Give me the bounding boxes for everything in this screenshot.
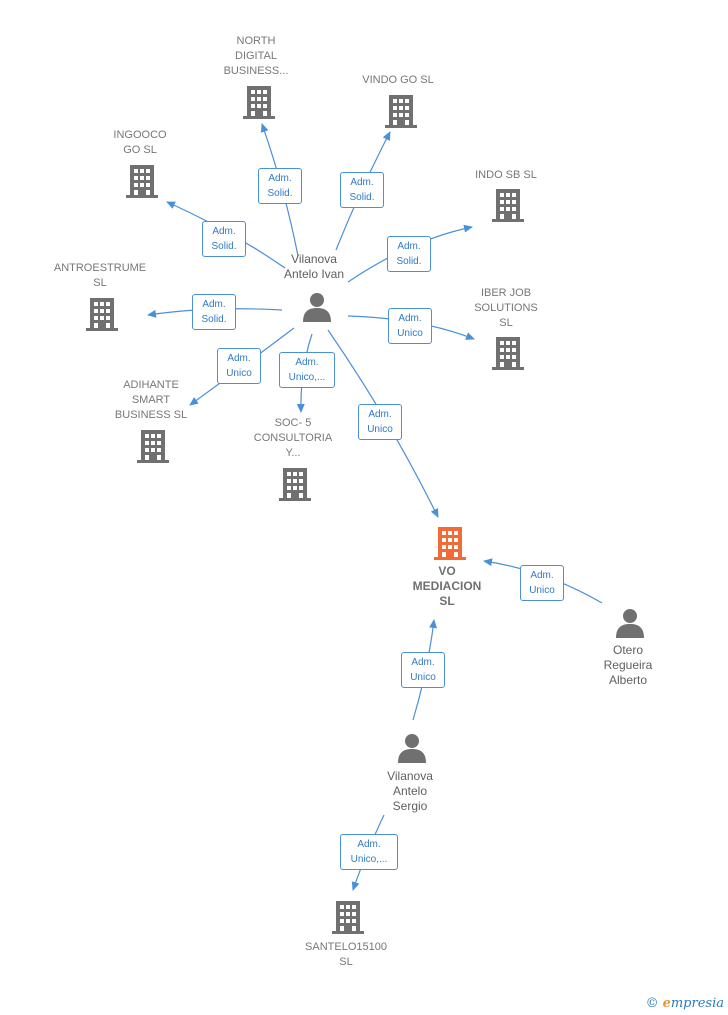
company-label-adihante[interactable]: ADIHANTE SMART BUSINESS SL — [114, 379, 188, 421]
edge-label-vindo-go[interactable]: Adm.Solid. — [340, 172, 384, 208]
person-icon-vilanova-sergio[interactable] — [398, 734, 426, 763]
company-label-iber-job[interactable]: IBER JOB SOLUTIONS SL — [474, 287, 538, 329]
edge-label-vo-otero[interactable]: Adm.Unico — [520, 565, 564, 601]
edge-label-iber-job[interactable]: Adm.Unico — [388, 308, 432, 344]
company-label-antroestrume[interactable]: ANTROESTRUME SL — [53, 262, 147, 289]
company-label-ingooco[interactable]: INGOOCO GO SL — [113, 129, 167, 156]
edge-label-santelo[interactable]: Adm.Unico,... — [340, 834, 398, 870]
building-icon-santelo[interactable] — [332, 901, 364, 934]
edge-label-soc5[interactable]: Adm.Unico,... — [279, 352, 335, 388]
building-icon-ingooco[interactable] — [126, 165, 158, 198]
edge-label-north-digital[interactable]: Adm.Solid. — [258, 168, 302, 204]
building-icon-antroestrume[interactable] — [86, 298, 118, 331]
company-label-north-digital[interactable]: NORTH DIGITAL BUSINESS... — [223, 35, 289, 77]
building-icon-north-digital[interactable] — [243, 86, 275, 119]
edge-label-adihante[interactable]: Adm.Unico — [217, 348, 261, 384]
building-icon-vo-mediacion[interactable] — [434, 527, 466, 560]
edge-label-vo-sergio[interactable]: Adm.Unico — [401, 652, 445, 688]
company-label-indo-sb[interactable]: INDO SB SL — [475, 169, 537, 181]
building-icon-vindo-go[interactable] — [385, 95, 417, 128]
person-label-otero[interactable]: Otero Regueira Alberto — [603, 643, 653, 687]
person-icon-vilanova-ivan[interactable] — [303, 293, 331, 322]
person-label-vilanova-sergio[interactable]: Vilanova Antelo Sergio — [387, 769, 433, 813]
person-icon-otero[interactable] — [616, 609, 644, 638]
company-label-vindo-go[interactable]: VINDO GO SL — [362, 74, 434, 86]
edge-label-ingooco[interactable]: Adm.Solid. — [202, 221, 246, 257]
building-icon-indo-sb[interactable] — [492, 189, 524, 222]
person-label-vilanova-ivan[interactable]: Vilanova Antelo Ivan — [283, 252, 345, 281]
edge-label-antroestrume[interactable]: Adm.Solid. — [192, 294, 236, 330]
company-label-soc5[interactable]: SOC- 5 CONSULTORIA Y... — [253, 417, 333, 459]
building-icon-soc5[interactable] — [279, 468, 311, 501]
empresia-logo[interactable]: ©empresia — [645, 996, 724, 1011]
company-label-vo-mediacion[interactable]: VO MEDIACION SL — [412, 564, 482, 608]
building-icon-adihante[interactable] — [137, 430, 169, 463]
building-icon-iber-job[interactable] — [492, 337, 524, 370]
company-label-santelo[interactable]: SANTELO15100 SL — [305, 941, 387, 968]
edge-label-vo-ivan[interactable]: Adm.Unico — [358, 404, 402, 440]
copyright-icon: © — [645, 996, 659, 1011]
edge-label-indo-sb[interactable]: Adm.Solid. — [387, 236, 431, 272]
